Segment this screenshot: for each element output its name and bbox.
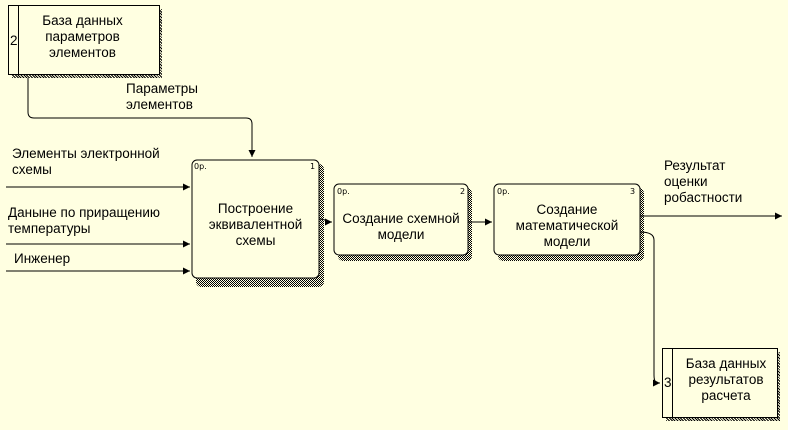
activity-1-label: Построение эквивалентной схемы — [192, 201, 319, 249]
store-label-line: элементов — [49, 45, 116, 60]
input-label-temperature: Даныне по приращению температуры — [8, 205, 160, 237]
activity-2-box[interactable] — [333, 183, 469, 256]
activity-cost: 0р. — [194, 162, 207, 171]
arrow-label-line: Результат — [664, 158, 726, 173]
store-label: База данных параметров элементов — [25, 13, 140, 61]
store-label: База данных результатов расчета — [677, 356, 775, 404]
store-label-line: База данных — [685, 356, 767, 371]
arrow-label-line: Параметры — [126, 81, 198, 96]
arrow-label-line: оценки — [664, 174, 708, 189]
activity-label-line: Создание — [536, 202, 598, 217]
arrow-label-line: Даныне по приращению — [8, 205, 161, 220]
activity-label-line: Построение — [217, 201, 294, 216]
arrow-label-line: Инженер — [14, 251, 71, 266]
activity-label-line: модели — [377, 227, 425, 242]
store-number: 3 — [664, 375, 672, 390]
activity-number: 2 — [460, 187, 466, 196]
params-arrow-label: Параметры элементов — [126, 81, 198, 113]
store-number-column — [663, 349, 673, 417]
store-number: 2 — [10, 33, 18, 48]
store-label-line: параметров — [45, 29, 120, 44]
arrow-label-line: температуры — [8, 221, 91, 236]
output-label: Результат оценки робастности — [664, 158, 742, 206]
activity-cost: 0р. — [497, 187, 510, 196]
activity-cost: 0р. — [337, 187, 350, 196]
arrow-1-to-2[interactable] — [318, 218, 332, 226]
arrow-to-results-store[interactable] — [639, 231, 660, 387]
params-data-store[interactable]: 2 База данных параметров элементов — [8, 5, 160, 75]
input-label-elements: Элементы электронной схемы — [12, 146, 160, 178]
activity-3-box[interactable] — [493, 183, 641, 256]
arrow-label-line: Элементы электронной — [12, 146, 160, 161]
activity-label-line: математической — [515, 218, 619, 233]
input-label-engineer: Инженер — [14, 251, 70, 267]
store-label-line: расчета — [701, 388, 751, 403]
activity-2-label: Создание схемной модели — [334, 211, 468, 243]
store-number-column — [9, 6, 19, 74]
results-data-store[interactable]: 3 База данных результатов расчета — [662, 348, 778, 418]
activity-label-line: Создание схемной — [342, 211, 460, 226]
arrow-label-line: схемы — [12, 162, 52, 177]
arrow-label-line: робастности — [664, 190, 743, 205]
activity-label-line: модели — [543, 234, 591, 249]
activity-3-label: Создание математической модели — [494, 202, 640, 250]
store-label-line: База данных — [42, 13, 123, 28]
activity-number: 1 — [310, 162, 316, 171]
store-label-line: результатов — [688, 372, 764, 387]
params-arrow[interactable] — [27, 77, 256, 157]
activity-number: 3 — [630, 187, 636, 196]
activity-label-line: эквивалентной — [208, 217, 303, 232]
arrow-label-line: элементов — [126, 97, 193, 112]
activity-label-line: схемы — [235, 233, 276, 248]
